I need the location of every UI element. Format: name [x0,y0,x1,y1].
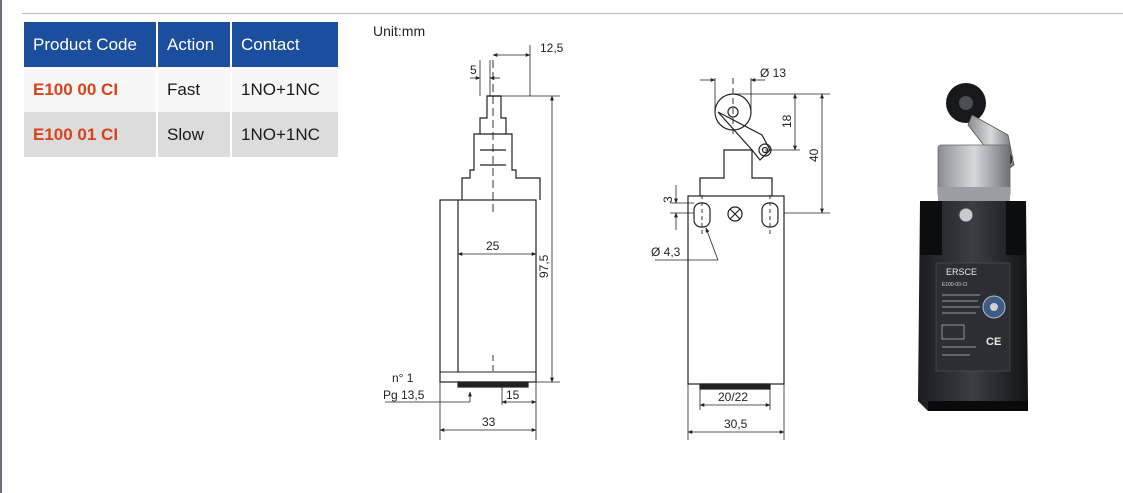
dim-97-5: 97,5 [537,254,551,278]
photo-model: E100-00-CI [942,282,968,288]
header-action: Action [157,22,232,67]
dim-18: 18 [780,114,794,128]
side-view [385,45,560,440]
dim-30-5: 30,5 [724,417,748,431]
table-row: E100 00 CI Fast 1NO+1NC [24,67,338,112]
dim-40: 40 [807,148,821,162]
dim-dia-4-3: Ø 4,3 [651,245,681,259]
table-header-row: Product Code Action Contact [24,22,338,67]
page-left-border [0,0,2,493]
action-cell: Fast [157,67,232,112]
dim-15: 15 [506,388,520,402]
unit-label: Unit:mm [373,23,426,39]
product-code-cell: E100 01 CI [24,112,158,157]
header-contact: Contact [231,22,338,67]
product-photo: ERSCE E100-00-CI CE [918,83,1028,411]
ce-mark-icon: CE [986,336,1001,348]
dim-12-5: 12,5 [540,41,564,55]
dim-5: 5 [470,63,477,77]
dim-33: 33 [482,415,496,429]
front-view [655,78,830,440]
dim-3: 3 [661,196,675,203]
label-n1: n° 1 [392,371,414,385]
header-product-code: Product Code [24,22,158,67]
dim-20-22: 20/22 [718,390,748,404]
photo-brand: ERSCE [946,267,977,277]
contact-cell: 1NO+1NC [231,112,338,157]
table-row: E100 01 CI Slow 1NO+1NC [24,112,338,157]
product-code-cell: E100 00 CI [24,67,158,112]
dim-dia-13: Ø 13 [760,66,786,80]
action-cell: Slow [157,112,232,157]
dim-25: 25 [486,239,500,253]
contact-cell: 1NO+1NC [231,67,338,112]
label-pg: Pg 13,5 [383,388,425,402]
product-table: Product Code Action Contact E100 00 CI F… [24,22,338,157]
top-divider [22,13,1123,14]
